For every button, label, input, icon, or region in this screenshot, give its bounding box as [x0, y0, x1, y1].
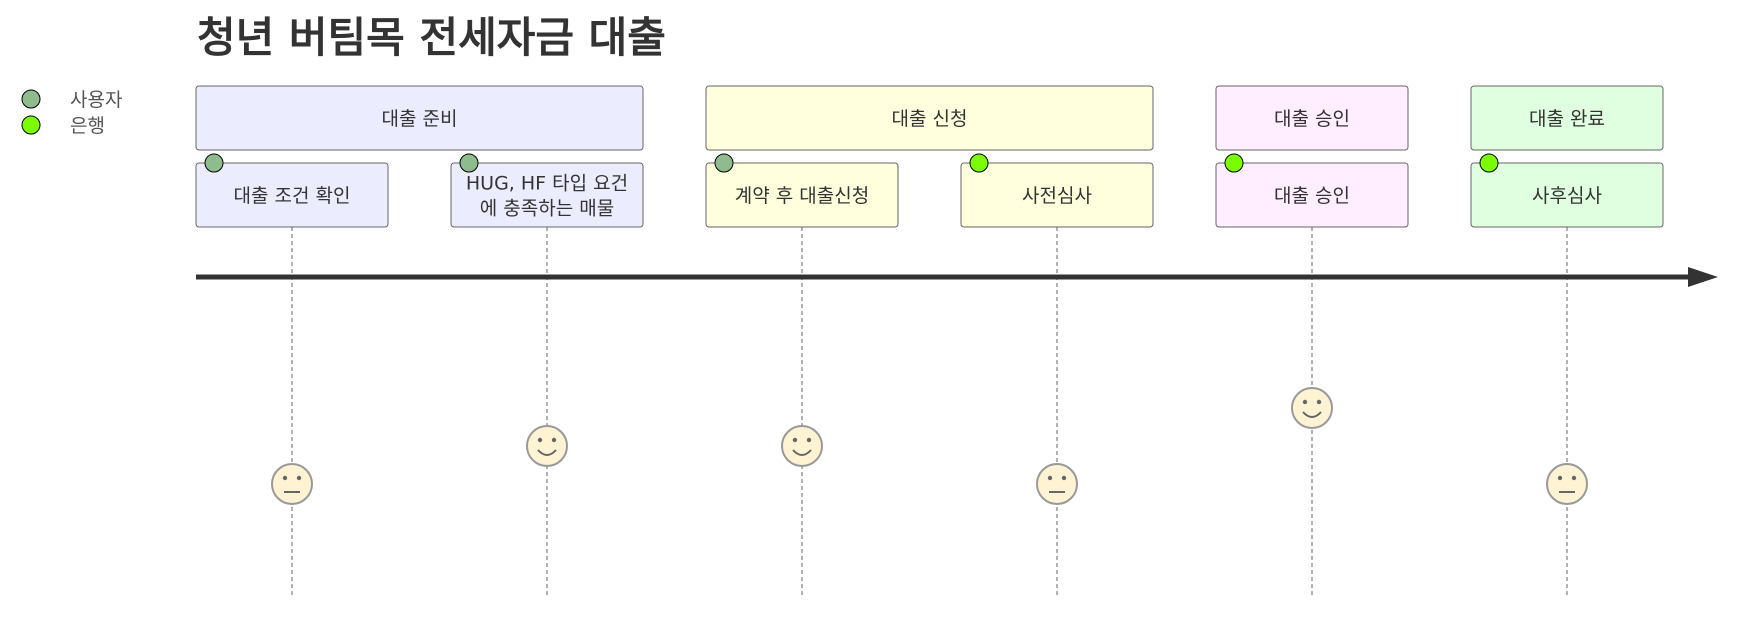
- axis-arrow-icon: [1688, 267, 1718, 287]
- diagram-title: 청년 버팀목 전세자금 대출: [197, 13, 666, 62]
- legend-label: 사용자: [70, 89, 122, 111]
- legend-label: 은행: [70, 115, 105, 137]
- journey-axis: [196, 267, 1718, 287]
- actor-dot: [714, 153, 734, 173]
- satisfaction-faces: [271, 387, 1588, 505]
- task-label: 사후심사: [1532, 185, 1602, 207]
- legend-dot: [21, 115, 41, 135]
- section-box: [1470, 85, 1664, 151]
- happy-face-icon: [781, 425, 823, 467]
- task-label: 대출 승인: [1274, 185, 1350, 207]
- neutral-face-icon: [1546, 463, 1588, 505]
- section-headers: 대출 준비 대출 신청 대출 승인 대출 완료: [195, 85, 1664, 151]
- task-label: 계약 후 대출신청: [735, 185, 869, 207]
- task-box: [450, 162, 644, 228]
- task-box: [195, 162, 389, 228]
- task-guide-lines: [291, 227, 1568, 598]
- neutral-face-icon: [1036, 463, 1078, 505]
- task-label: 사전심사: [1022, 185, 1092, 207]
- section-box: [1215, 85, 1409, 151]
- task-box: [705, 162, 899, 228]
- actor-dot: [1224, 153, 1244, 173]
- neutral-face-icon: [271, 463, 313, 505]
- task-box: [1215, 162, 1409, 228]
- task-label: 대출 조건 확인: [234, 185, 351, 207]
- actor-dot: [1479, 153, 1499, 173]
- task-box: [960, 162, 1154, 228]
- happy-face-icon: [1291, 387, 1333, 429]
- happy-face-icon: [526, 425, 568, 467]
- actor-dot: [204, 153, 224, 173]
- legend-dot: [21, 89, 41, 109]
- section-label: 대출 준비: [382, 108, 458, 130]
- actor-dot: [459, 153, 479, 173]
- section-label: 대출 완료: [1529, 108, 1605, 130]
- section-label: 대출 신청: [892, 108, 968, 130]
- task-box: [1470, 162, 1664, 228]
- actor-dot: [969, 153, 989, 173]
- section-label: 대출 승인: [1274, 108, 1350, 130]
- section-box: [705, 85, 1154, 151]
- section-box: [195, 85, 644, 151]
